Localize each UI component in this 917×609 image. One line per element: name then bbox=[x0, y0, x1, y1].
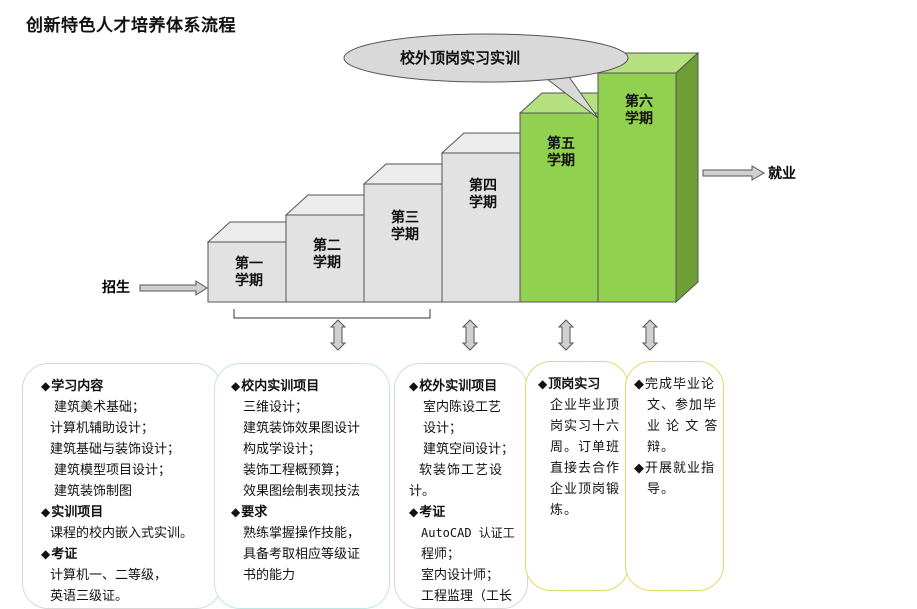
box5-item: 导。 bbox=[647, 482, 676, 497]
box1-item: 计算机辅助设计； bbox=[50, 421, 155, 436]
box4-item: 岗实习十六 bbox=[550, 419, 621, 434]
box4-item: 企业顶岗锻 bbox=[550, 482, 621, 497]
double-arrow-4 bbox=[641, 319, 659, 351]
semester-label: 学期 bbox=[235, 272, 263, 289]
enrolment-arrow bbox=[139, 280, 208, 296]
start-label: 招生 bbox=[102, 279, 130, 296]
box1-item: 英语三级证。 bbox=[50, 589, 129, 604]
box2-item: 具备考取相应等级证 bbox=[243, 547, 361, 562]
double-arrow-1 bbox=[329, 319, 347, 351]
box3-section-training: ◆校外实训项目 bbox=[409, 379, 498, 394]
box5-item: ◆完成毕业论 bbox=[634, 377, 715, 392]
box-semester-4: ◆校外实训项目 室内陈设工艺 设计； 建筑空间设计； 软装饰工艺设 计。 ◆考证… bbox=[394, 363, 528, 609]
box3-item: 计。 bbox=[409, 484, 436, 499]
box3-item: 程师； bbox=[421, 547, 461, 562]
box5-item: 业 论 文 答 bbox=[647, 419, 719, 434]
box-semester-6: ◆完成毕业论 文、参加毕 业 论 文 答 辩。 ◆开展就业指 导。 bbox=[625, 361, 724, 591]
box-semester-5: ◆顶岗实习 企业毕业顶 岗实习十六 周。订单班 直接去合作 企业顶岗锻 炼。 bbox=[525, 361, 629, 591]
bracket bbox=[233, 309, 431, 319]
box4-item: 周。订单班 bbox=[550, 440, 621, 455]
box1-item: 建筑模型项目设计； bbox=[54, 463, 172, 478]
box3-item: 软装饰工艺设 bbox=[419, 463, 504, 478]
box3-item: 工程监理（工长 bbox=[421, 589, 513, 604]
double-arrow-3 bbox=[557, 319, 575, 351]
box1-item: 课程的校内嵌入式实训。 bbox=[50, 526, 194, 541]
box1-item: 建筑基础与装饰设计； bbox=[50, 442, 181, 457]
box1-item: 计算机一、二等级， bbox=[50, 568, 168, 583]
semester-label: 学期 bbox=[391, 226, 419, 243]
box5-item: 文、参加毕 bbox=[647, 398, 718, 413]
semester-label: 第三 bbox=[391, 209, 419, 226]
box2-item: 构成学设计； bbox=[243, 442, 322, 457]
box1-item: 建筑美术基础； bbox=[54, 400, 146, 415]
box3-item: 建筑空间设计； bbox=[423, 442, 515, 457]
double-arrow-2 bbox=[461, 319, 479, 351]
box2-item: 建筑装饰效果图设计 bbox=[243, 421, 361, 436]
box2-item: 三维设计； bbox=[243, 400, 309, 415]
box2-section-training: ◆校内实训项目 bbox=[231, 379, 320, 394]
box1-section-training: ◆实训项目 bbox=[41, 505, 104, 520]
box4-section-internship: ◆顶岗实习 bbox=[538, 377, 601, 392]
box2-section-requirements: ◆要求 bbox=[231, 505, 268, 520]
box2-item: 效果图绘制表现技法 bbox=[243, 484, 361, 499]
bubble-text: 校外顶岗实习实训 bbox=[400, 49, 520, 67]
employment-arrow bbox=[702, 165, 765, 181]
box4-item: 直接去合作 bbox=[550, 461, 621, 476]
box1-item: 建筑装饰制图 bbox=[54, 484, 133, 499]
semester-label: 学期 bbox=[547, 152, 575, 169]
box2-item: 书的能力 bbox=[243, 568, 296, 583]
semester-label: 学期 bbox=[469, 194, 497, 211]
semester-label: 第一 bbox=[235, 255, 263, 272]
speech-bubble bbox=[343, 33, 629, 83]
semester-label: 学期 bbox=[313, 254, 341, 271]
semester-label: 第二 bbox=[313, 237, 341, 254]
diagram-title: 创新特色人才培养体系流程 bbox=[26, 16, 236, 36]
box1-section-cert: ◆考证 bbox=[41, 547, 78, 562]
box4-item: 炼。 bbox=[550, 503, 579, 518]
box4-item: 企业毕业顶 bbox=[550, 398, 621, 413]
box3-section-cert: ◆考证 bbox=[409, 505, 446, 520]
semester-label: 第四 bbox=[469, 177, 497, 194]
box3-item: 室内设计师； bbox=[421, 568, 500, 583]
box3-item: AutoCAD 认证工 bbox=[421, 526, 515, 540]
box5-item: 辩。 bbox=[647, 440, 676, 455]
box-semester-1-2: ◆学习内容 建筑美术基础； 计算机辅助设计； 建筑基础与装饰设计； 建筑模型项目… bbox=[22, 363, 222, 609]
box5-item: ◆开展就业指 bbox=[634, 461, 715, 476]
box3-item: 设计； bbox=[423, 421, 463, 436]
box1-section-study: ◆学习内容 bbox=[41, 379, 104, 394]
semester-label: 第五 bbox=[547, 135, 575, 152]
semester-label: 第六 bbox=[625, 93, 653, 110]
box2-item: 熟练掌握操作技能， bbox=[243, 526, 361, 541]
box3-item: 室内陈设工艺 bbox=[423, 400, 502, 415]
semester-label: 学期 bbox=[625, 110, 653, 127]
box2-item: 装饰工程概预算； bbox=[243, 463, 348, 478]
end-label: 就业 bbox=[768, 165, 796, 182]
box-semester-3: ◆校内实训项目 三维设计； 建筑装饰效果图设计 构成学设计； 装饰工程概预算； … bbox=[214, 363, 390, 609]
